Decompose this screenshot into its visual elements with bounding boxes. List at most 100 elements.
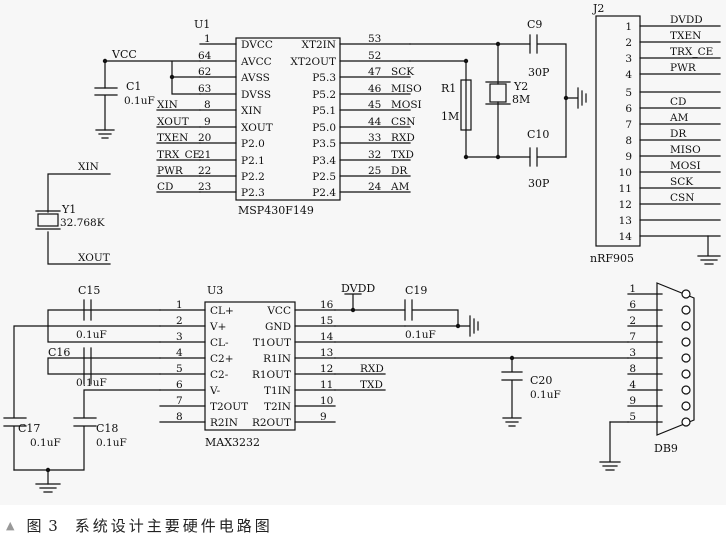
svg-text:R1OUT: R1OUT	[252, 369, 291, 381]
svg-text:P5.3: P5.3	[312, 72, 336, 84]
svg-text:6: 6	[176, 379, 183, 391]
svg-text:33: 33	[368, 132, 381, 144]
svg-text:V+: V+	[209, 321, 226, 333]
c19-value: 0.1uF	[405, 329, 436, 341]
svg-text:4: 4	[625, 69, 632, 81]
svg-text:47: 47	[368, 66, 381, 78]
svg-text:P5.2: P5.2	[312, 89, 336, 101]
svg-text:T1IN: T1IN	[264, 385, 291, 397]
svg-text:10: 10	[619, 167, 632, 179]
figure-caption: ▲ 图 3 系统设计主要硬件电路图	[0, 512, 726, 538]
svg-text:XIN: XIN	[241, 105, 262, 117]
svg-text:C2+: C2+	[210, 353, 234, 365]
svg-text:TRX_CE: TRX_CE	[157, 149, 200, 161]
u3-right-pin-numbers: 16 15 14 13 12 11 10 9	[320, 299, 334, 423]
svg-text:5: 5	[629, 411, 636, 423]
svg-text:13: 13	[619, 215, 632, 227]
svg-text:24: 24	[368, 181, 382, 193]
c17-value: 0.1uF	[30, 437, 61, 449]
svg-text:12: 12	[320, 363, 333, 375]
svg-text:SCK: SCK	[391, 66, 414, 78]
svg-text:15: 15	[320, 315, 333, 327]
u1-left-pin-names: DVCC AVCC AVSS DVSS XIN XOUT P2.0 P2.1 P…	[240, 39, 273, 199]
j2-ref: J2	[592, 2, 604, 15]
r1-ref: R1	[441, 82, 456, 95]
db9-pin-numbers: 1 6 2 7 3 8 4 9 5	[629, 283, 636, 423]
c9-value: 30P	[528, 66, 550, 79]
svg-text:62: 62	[198, 66, 211, 78]
svg-text:C2-: C2-	[210, 369, 229, 381]
svg-text:1: 1	[204, 33, 211, 45]
svg-text:3: 3	[625, 53, 632, 65]
svg-text:DR: DR	[391, 165, 408, 177]
svg-text:P3.5: P3.5	[312, 138, 336, 150]
r1-value: 1M	[441, 110, 459, 123]
svg-text:11: 11	[320, 379, 333, 391]
y1-xout-net: XOUT	[78, 252, 110, 264]
svg-text:T1OUT: T1OUT	[253, 337, 291, 349]
u1-right-pin-numbers: 53 52 47 46 45 44 33 32 25 24	[368, 33, 382, 193]
svg-text:3: 3	[176, 331, 183, 343]
vcc-label: VCC	[111, 48, 137, 61]
svg-text:2: 2	[625, 37, 632, 49]
svg-text:R2OUT: R2OUT	[252, 417, 291, 429]
svg-text:4: 4	[176, 347, 183, 359]
u1-body	[235, 37, 341, 201]
svg-text:XOUT: XOUT	[241, 122, 273, 134]
svg-text:53: 53	[368, 33, 381, 45]
svg-text:PWR: PWR	[670, 62, 697, 74]
svg-text:2: 2	[176, 315, 183, 327]
u3-left-pin-names: CL+ V+ CL- C2+ C2- V- T2OUT R2IN	[209, 305, 248, 429]
svg-text:9: 9	[204, 116, 211, 128]
svg-text:21: 21	[198, 149, 211, 161]
figure-title: 系统设计主要硬件电路图	[74, 516, 273, 535]
c17-ref: C17	[18, 422, 40, 435]
u1-left-pin-numbers: 1 64 62 63 8 9 20 21 22 23	[198, 33, 212, 193]
svg-text:9: 9	[625, 151, 632, 163]
svg-text:CL+: CL+	[210, 305, 234, 317]
caption-marker: ▲	[6, 518, 15, 532]
schematic-diagram: U1 MSP430F149 1 64 62 63 8 9 20 21 22 23…	[3, 2, 721, 493]
svg-text:V-: V-	[209, 385, 221, 397]
svg-text:16: 16	[320, 299, 334, 311]
svg-text:CD: CD	[157, 181, 173, 193]
svg-text:5: 5	[176, 363, 183, 375]
u1-left-nets: XIN XOUT TXEN TRX_CE PWR CD	[157, 99, 200, 193]
svg-text:TXEN: TXEN	[670, 30, 701, 42]
svg-text:20: 20	[198, 132, 211, 144]
svg-text:DVCC: DVCC	[241, 39, 273, 51]
svg-text:DR: DR	[670, 128, 687, 140]
svg-text:10: 10	[320, 395, 333, 407]
svg-text:MOSI: MOSI	[391, 99, 422, 111]
svg-text:PWR: PWR	[157, 165, 184, 177]
svg-text:1: 1	[629, 283, 636, 295]
svg-text:R1IN: R1IN	[263, 353, 291, 365]
c18-ref: C18	[96, 422, 118, 435]
u3-part: MAX3232	[205, 436, 260, 449]
c9-ref: C9	[527, 18, 542, 31]
svg-text:46: 46	[368, 83, 382, 95]
c1-ref: C1	[126, 80, 141, 93]
svg-text:52: 52	[368, 50, 381, 62]
svg-text:3: 3	[629, 347, 636, 359]
svg-text:13: 13	[320, 347, 333, 359]
svg-text:8: 8	[625, 135, 632, 147]
svg-text:8: 8	[629, 363, 636, 375]
svg-text:AVSS: AVSS	[240, 72, 270, 84]
svg-text:25: 25	[368, 165, 381, 177]
u3-left-pin-numbers: 1 2 3 4 5 6 7 8	[176, 299, 183, 423]
svg-text:RXD: RXD	[391, 132, 415, 144]
c16-ref: C16	[48, 346, 70, 359]
c15-ref: C15	[78, 284, 100, 297]
y2-value: 8M	[512, 93, 530, 106]
svg-text:11: 11	[619, 183, 632, 195]
svg-text:XT2IN: XT2IN	[302, 39, 337, 51]
svg-text:P2.4: P2.4	[312, 187, 336, 199]
c15-value: 0.1uF	[76, 329, 107, 341]
svg-text:AM: AM	[669, 112, 689, 124]
junctions	[45, 41, 569, 473]
svg-text:XOUT: XOUT	[157, 116, 189, 128]
svg-text:8: 8	[204, 99, 211, 111]
svg-text:44: 44	[368, 116, 382, 128]
svg-text:7: 7	[176, 395, 183, 407]
